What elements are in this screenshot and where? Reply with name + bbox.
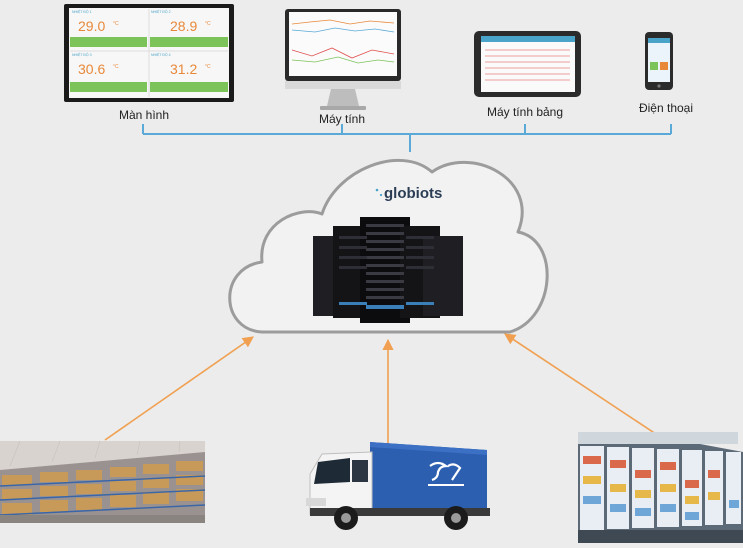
truck-cargo-box [370, 442, 487, 510]
computer-base [320, 106, 366, 110]
tile-1-unit: °C [113, 21, 119, 27]
monitor-tile-3: NHIỆT ĐỘ 3 30.6 °C [70, 52, 147, 92]
tile-1-value: 29.0 [78, 18, 105, 34]
globiots-brand: globiots [375, 185, 442, 202]
tile-3-value: 30.6 [78, 61, 105, 77]
label-phone: Điện thoại [638, 101, 694, 115]
phone-screen [648, 38, 670, 82]
tile-2-value: 28.9 [170, 18, 197, 34]
device-connector-bus [142, 124, 672, 152]
label-computer: Máy tính [318, 112, 366, 126]
computer-stand [327, 89, 359, 106]
truck-image [306, 442, 490, 530]
arrow-warehouse-to-cloud [104, 336, 254, 441]
monitor-tile-2: NHIỆT ĐỘ 2 28.9 °C [150, 9, 228, 47]
svg-text:NHIỆT ĐỘ 3: NHIỆT ĐỘ 3 [72, 52, 92, 57]
tile-4-value: 31.2 [170, 61, 197, 77]
tile-4-unit: °C [205, 64, 211, 70]
svg-text:NHIỆT ĐỘ 2: NHIỆT ĐỘ 2 [151, 9, 171, 14]
server-rack-group [313, 217, 463, 323]
monitor-tile-1: NHIỆT ĐỘ 1 29.0 °C [70, 9, 147, 47]
arrow-fridge-to-cloud [504, 333, 663, 439]
warehouse-image [0, 440, 206, 523]
tile-2-unit: °C [205, 21, 211, 27]
monitor-device: NHIỆT ĐỘ 1 29.0 °C NHIỆT ĐỘ 2 28.9 °C NH… [64, 4, 234, 102]
tile-3-unit: °C [113, 64, 119, 70]
tablet-screen [481, 36, 575, 92]
brand-text: globiots [384, 185, 442, 202]
refrigerator-image [578, 432, 743, 543]
phone-device [645, 32, 673, 90]
computer-device [285, 9, 401, 110]
tablet-device [474, 31, 581, 97]
data-flow-arrows [104, 333, 663, 445]
svg-text:NHIỆT ĐỘ 4: NHIỆT ĐỘ 4 [151, 52, 171, 57]
svg-text:NHIỆT ĐỘ 1: NHIỆT ĐỘ 1 [72, 9, 92, 14]
monitor-tile-4: NHIỆT ĐỘ 4 31.2 °C [150, 52, 228, 92]
label-monitor: Màn hình [118, 108, 170, 122]
label-tablet: Máy tính bảng [486, 105, 564, 119]
